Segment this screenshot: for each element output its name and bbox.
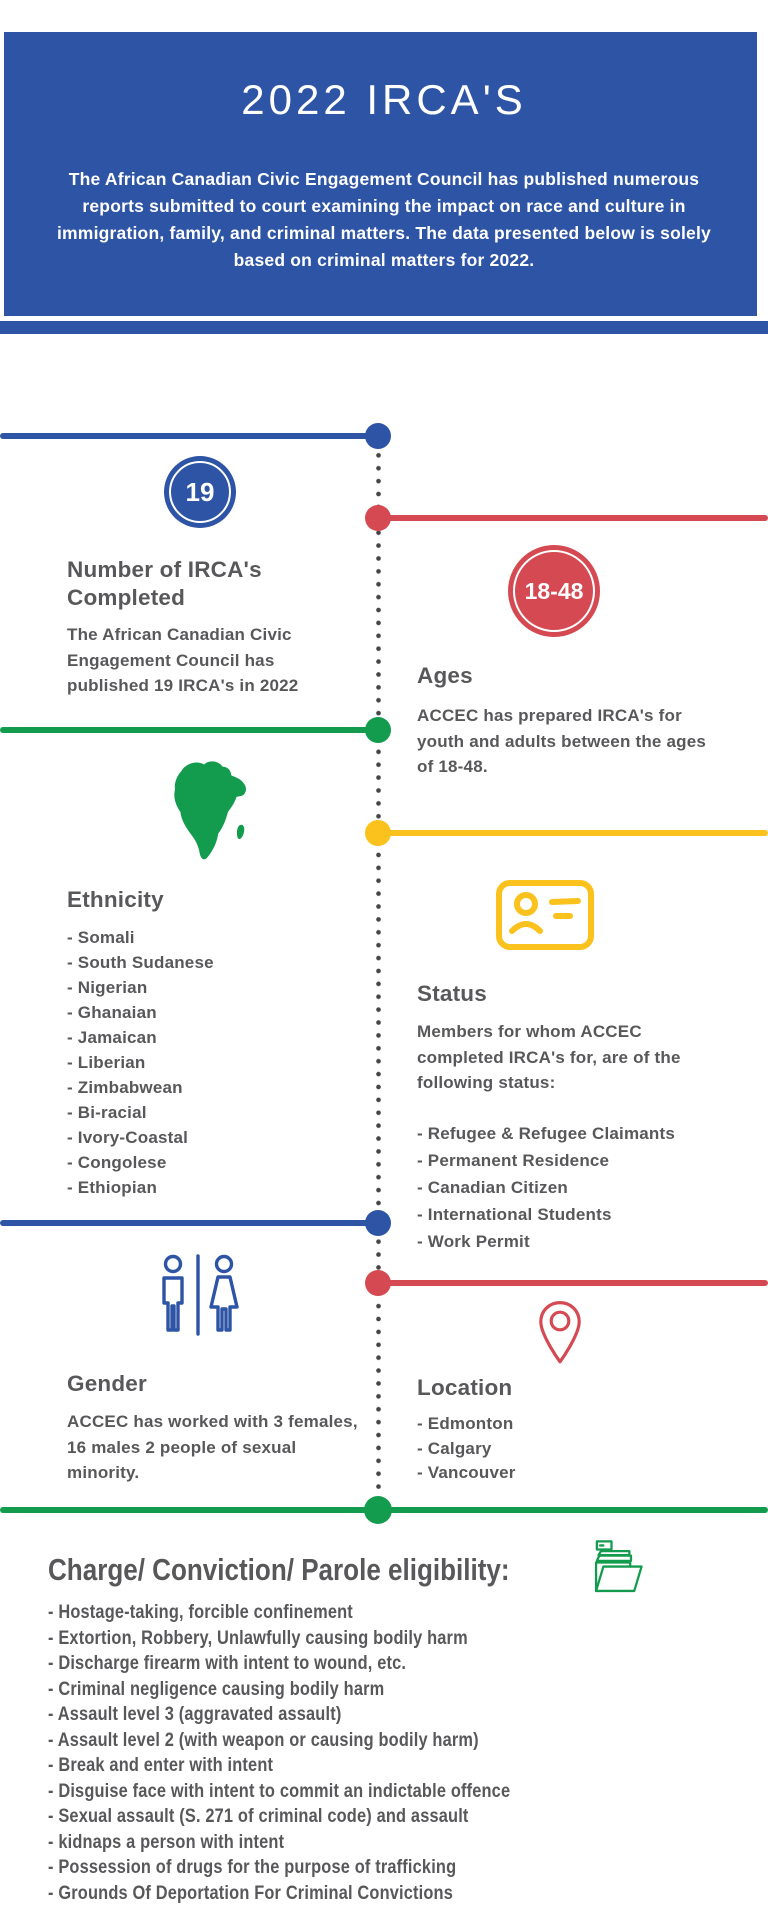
list-item: - Zimbabwean bbox=[67, 1078, 183, 1097]
header-divider-bar bbox=[0, 321, 768, 334]
intro-paragraph: The African Canadian Civic Engagement Co… bbox=[56, 169, 711, 270]
list-item: - Sexual assault (S. 271 of criminal cod… bbox=[48, 1805, 469, 1827]
ages-body: ACCEC has prepared IRCA's for youth and … bbox=[417, 706, 707, 776]
list-item: - Nigerian bbox=[67, 978, 148, 997]
list-item: - Hostage-taking, forcible confinement bbox=[48, 1601, 353, 1623]
timeline-dot-green-1 bbox=[365, 717, 391, 743]
location-pin-icon bbox=[536, 1298, 584, 1368]
list-item: - Assault level 2 (with weapon or causin… bbox=[48, 1728, 479, 1751]
list-item: - Jamaican bbox=[67, 1028, 157, 1047]
list-item: - Ghanaian bbox=[67, 1003, 157, 1022]
list-item: - Assault level 3 (aggravated assault) bbox=[48, 1703, 342, 1725]
location-list: - Edmonton - Calgary - Vancouver bbox=[417, 1412, 516, 1486]
ages-badge: 18-48 bbox=[508, 545, 600, 637]
timeline-dot-green-2 bbox=[364, 1496, 392, 1524]
ethnicity-list: - Somali - South Sudanese - Nigerian - Ghan… bbox=[67, 925, 214, 1200]
list-item: - Somali bbox=[67, 928, 135, 947]
list-item: - Possession of drugs for the purpose of… bbox=[48, 1856, 457, 1878]
list-item: - Extortion, Robbery, Unlawfully causing… bbox=[48, 1626, 468, 1649]
list-item: - Refugee & Refugee Claimants bbox=[417, 1124, 676, 1143]
list-item: - Disguise face with intent to commit an… bbox=[48, 1779, 511, 1802]
list-item: - Work Permit bbox=[417, 1232, 530, 1251]
list-item: - Permanent Residence bbox=[417, 1151, 610, 1170]
timeline-rule-blue-1 bbox=[0, 433, 372, 439]
africa-map-icon bbox=[153, 758, 251, 866]
list-item: - Calgary bbox=[417, 1438, 492, 1458]
timeline-rule-red-2 bbox=[378, 1280, 768, 1286]
list-item: - Ethiopian bbox=[67, 1178, 158, 1197]
list-item: - South Sudanese bbox=[67, 953, 214, 972]
list-item: - Break and enter with intent bbox=[48, 1754, 274, 1776]
location-title: Location bbox=[417, 1375, 513, 1400]
gender-body: ACCEC has worked with 3 females, 16 male… bbox=[67, 1412, 358, 1482]
completed-title: Number of IRCA's Completed bbox=[67, 557, 262, 610]
timeline-rule-yellow-1 bbox=[378, 830, 768, 836]
charges-title-wrap: Charge/ Conviction/ Parole eligibility: bbox=[48, 1552, 597, 1588]
list-item: - Congolese bbox=[67, 1153, 167, 1172]
status-list: - Refugee & Refugee Claimants - Permanent… bbox=[417, 1120, 675, 1255]
list-item: - Ivory-Coastal bbox=[67, 1128, 189, 1147]
list-item: - Bi-racial bbox=[67, 1103, 147, 1122]
list-item: - International Students bbox=[417, 1205, 612, 1224]
list-item: - Liberian bbox=[67, 1053, 146, 1072]
count-badge-value: 19 bbox=[185, 476, 215, 507]
timeline-dotted-line bbox=[376, 436, 381, 1510]
folder-icon bbox=[592, 1538, 644, 1600]
timeline-rule-green-1 bbox=[0, 727, 372, 733]
ages-badge-value: 18-48 bbox=[524, 577, 584, 604]
timeline-dot-red-2 bbox=[365, 1270, 391, 1296]
completed-body: The African Canadian Civic Engagement Co… bbox=[67, 625, 299, 695]
list-item: - Vancouver bbox=[417, 1463, 516, 1483]
ethnicity-title: Ethnicity bbox=[67, 887, 164, 912]
charges-list: - Hostage-taking, forcible confinement - … bbox=[48, 1600, 737, 1906]
timeline-dot-red-1 bbox=[365, 505, 391, 531]
list-item: - Grounds Of Deportation For Criminal Co… bbox=[48, 1881, 454, 1904]
header-banner bbox=[4, 32, 757, 316]
timeline-rule-blue-2 bbox=[0, 1220, 372, 1226]
timeline-dot-blue-1 bbox=[365, 423, 391, 449]
list-item: - Discharge firearm with intent to wound… bbox=[48, 1652, 407, 1674]
status-body: Members for whom ACCEC completed IRCA's … bbox=[417, 1022, 681, 1092]
count-badge: 19 bbox=[164, 456, 236, 528]
list-item: - kidnaps a person with intent bbox=[48, 1830, 285, 1853]
ages-title: Ages bbox=[417, 663, 473, 688]
gender-title: Gender bbox=[67, 1371, 147, 1396]
charges-list-wrap: - Hostage-taking, forcible confinement - … bbox=[48, 1600, 768, 1906]
timeline-dot-yellow-1 bbox=[365, 820, 391, 846]
timeline-rule-red-1 bbox=[378, 515, 768, 521]
timeline-dot-blue-2 bbox=[365, 1210, 391, 1236]
list-item: - Canadian Citizen bbox=[417, 1178, 568, 1197]
charges-title: Charge/ Conviction/ Parole eligibility: bbox=[48, 1552, 510, 1587]
page-title: 2022 IRCA'S bbox=[241, 76, 527, 123]
list-item: - Edmonton bbox=[417, 1414, 514, 1433]
list-item: - Criminal negligence causing bodily har… bbox=[48, 1677, 385, 1700]
gender-icon bbox=[148, 1254, 248, 1338]
status-title: Status bbox=[417, 981, 487, 1006]
id-card-icon bbox=[495, 878, 595, 952]
